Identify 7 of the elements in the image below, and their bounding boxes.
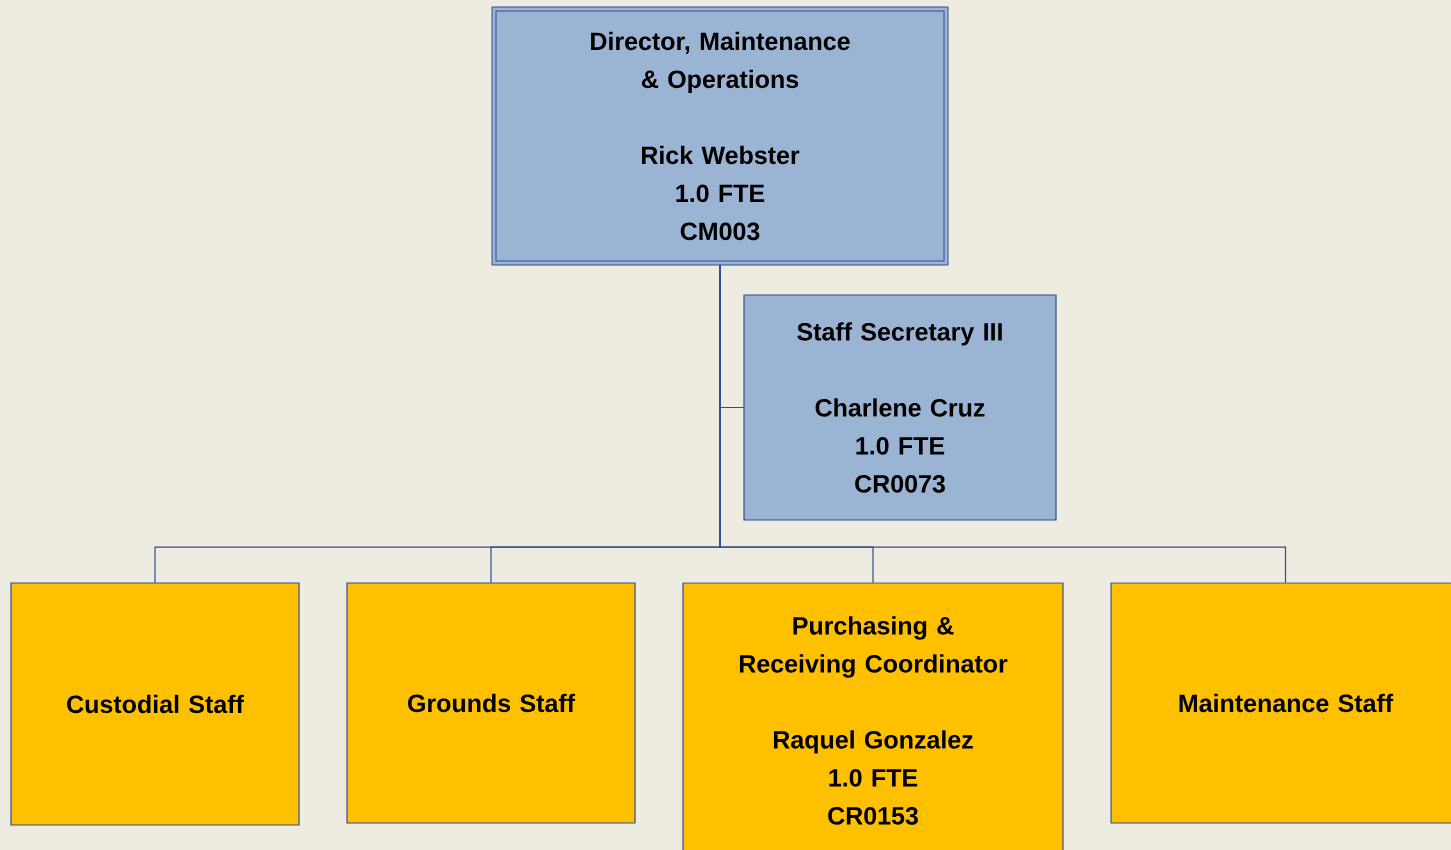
position-box: Purchasing & Receiving Coordinator Raquel Gonzalez 1.0 FTE CR0153 xyxy=(682,582,1064,850)
position-box: Director, Maintenance & Operations Rick Webster 1.0 FTE CM003 xyxy=(491,6,949,266)
connector-line xyxy=(719,264,1287,584)
position-box: Staff Secretary III Charlene Cruz 1.0 FTE CR0073 xyxy=(743,294,1057,521)
position-box: Custodial Staff xyxy=(10,582,300,826)
position-box: Grounds Staff xyxy=(346,582,636,824)
position-box: Maintenance Staff xyxy=(1110,582,1451,824)
